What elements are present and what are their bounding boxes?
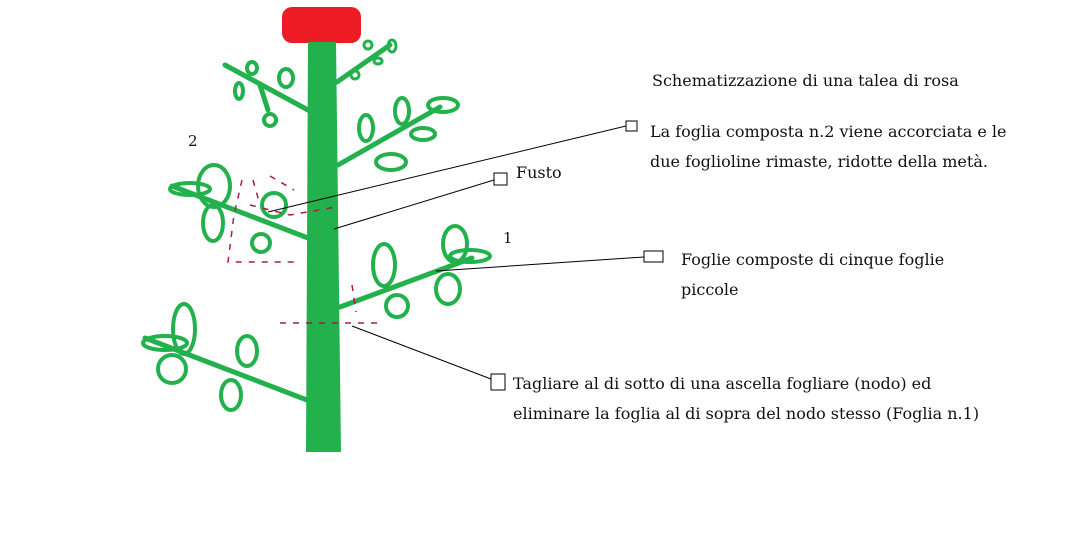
leaf-n1 <box>337 224 492 319</box>
stem-label: Fusto <box>516 163 562 182</box>
upper-left-leaf <box>222 60 311 128</box>
leaf-n2 <box>168 163 311 254</box>
cut-note-line2: eliminare la foglia al di sopra del nodo… <box>513 404 980 423</box>
leaf2-note-line2: due foglioline rimaste, ridotte della me… <box>650 152 988 171</box>
compound-leaves-line1: Foglie composte di cinque foglie <box>681 250 945 269</box>
cut-marks <box>227 175 378 324</box>
compound-leaves-line2: piccole <box>681 280 739 299</box>
lower-left-leaf <box>141 302 310 412</box>
diagram-title: Schematizzazione di una talea di rosa <box>652 71 959 90</box>
leaf2-note-line1: La foglia composta n.2 viene accorciata … <box>650 122 1007 141</box>
top-right-small-leaf <box>334 38 398 85</box>
red-bud <box>282 7 361 43</box>
leaf-n1-number: 1 <box>503 229 513 247</box>
upper-right-leaf <box>335 96 460 172</box>
leaf-n2-number: 2 <box>188 132 198 150</box>
cut-note-line1: Tagliare al di sotto di una ascella fogl… <box>513 374 932 393</box>
callout-lines <box>267 120 664 391</box>
stem <box>306 42 341 452</box>
